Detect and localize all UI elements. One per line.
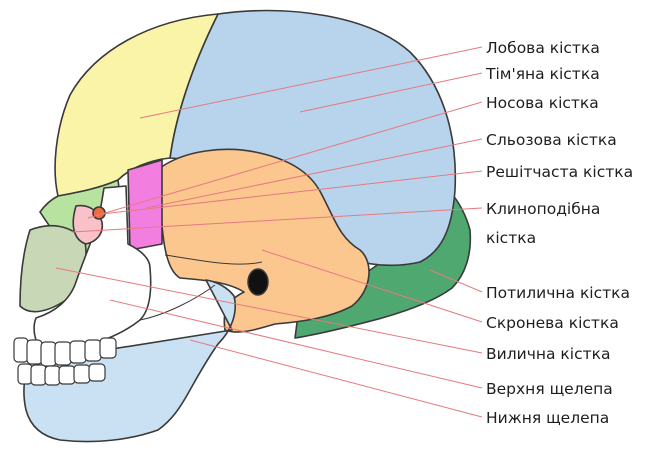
ethmoid-bone [93,207,105,219]
lower-tooth [45,366,60,385]
upper-tooth [85,340,101,361]
lower-tooth [18,364,32,384]
lower-tooth [74,365,90,383]
label-nasal: Носова кістка [486,94,599,112]
lower-tooth [59,366,75,384]
label-lacrimal: Сльозова кістка [486,131,617,149]
upper-tooth [41,342,56,366]
label-maxilla: Верхня щелепа [486,380,613,398]
label-zygomatic: Вилична кістка [486,345,610,363]
upper-tooth [27,340,42,364]
label-sphenoid-line1: Клиноподібна [486,200,600,218]
mandible-leader [190,340,482,417]
label-temporal: Скронева кістка [486,314,619,332]
label-ethmoid: Решітчаста кістка [486,163,633,181]
upper-tooth [55,342,71,365]
label-mandible: Нижня щелепа [486,409,609,427]
lower-tooth [89,364,105,381]
lower-tooth [31,365,46,385]
upper-tooth [100,338,116,358]
ear-opening [248,269,268,295]
label-parietal: Тім'яна кістка [485,65,600,83]
label-sphenoid-line2: кістка [486,229,536,247]
upper-tooth [14,338,28,362]
upper-tooth [70,341,86,363]
label-frontal: Лобова кістка [486,39,600,57]
label-occipital: Потилична кістка [486,284,630,302]
